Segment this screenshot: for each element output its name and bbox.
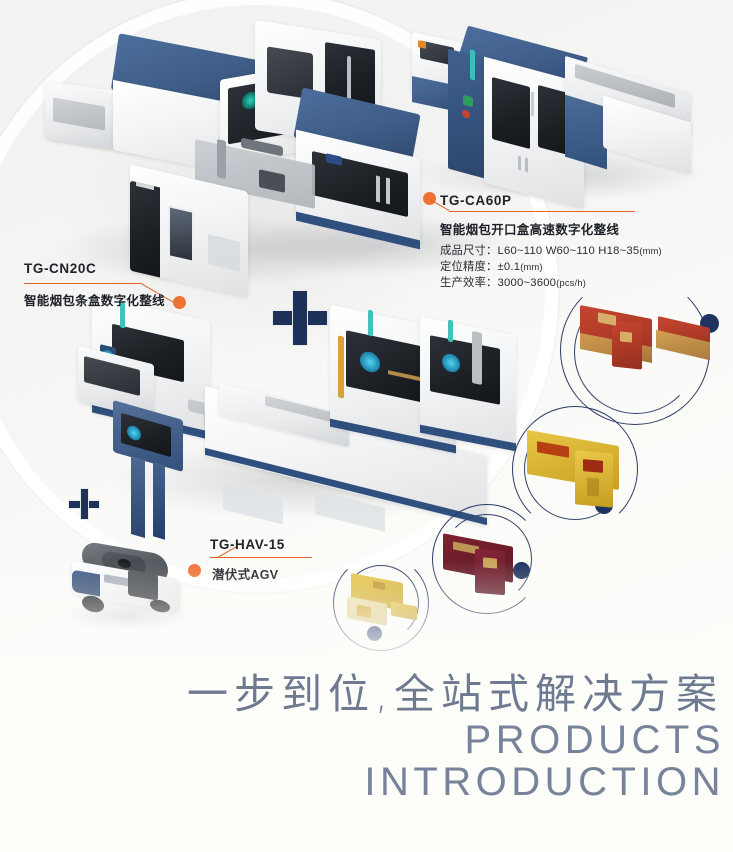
callout-code: TG-HAV-15 xyxy=(210,537,285,552)
connector-line xyxy=(449,211,635,213)
plus-icon-large xyxy=(272,290,328,346)
spec-value: L60~110 W60~110 H18~35 xyxy=(497,245,640,257)
plus-icon-small xyxy=(68,488,100,520)
spec-label: 成品尺寸： xyxy=(440,245,498,257)
spec-value: ±0.1 xyxy=(497,261,521,273)
headline-english-line2: INTRODUCTION xyxy=(364,760,725,804)
headline-chinese: 一步到位,全站式解决方案 xyxy=(186,670,723,718)
spec-row: 定位精度：±0.1(mm) xyxy=(440,258,543,274)
spec-label: 定位精度： xyxy=(440,261,498,273)
callout-name: 智能烟包条盒数字化整线 xyxy=(24,294,165,308)
spec-row: 生产效率：3000~3600(pcs/h) xyxy=(440,274,586,290)
spec-label: 生产效率： xyxy=(440,277,498,289)
headline-english-line1: PRODUCTS xyxy=(464,718,725,762)
background-bottom-fade xyxy=(0,560,733,720)
spec-unit: (pcs/h) xyxy=(556,278,586,288)
callout-name: 智能烟包开口盒高速数字化整线 xyxy=(440,223,620,237)
spec-row: 成品尺寸：L60~110 W60~110 H18~35(mm) xyxy=(440,242,662,258)
connector-dot xyxy=(173,296,186,309)
callout-code: TG-CN20C xyxy=(24,261,97,276)
connector-line xyxy=(210,557,312,559)
spec-unit: (mm) xyxy=(520,262,543,272)
callout-code: TG-CA60P xyxy=(440,193,512,208)
spec-value: 3000~3600 xyxy=(497,277,557,289)
connector-line xyxy=(24,283,141,285)
spec-unit: (mm) xyxy=(639,246,662,256)
